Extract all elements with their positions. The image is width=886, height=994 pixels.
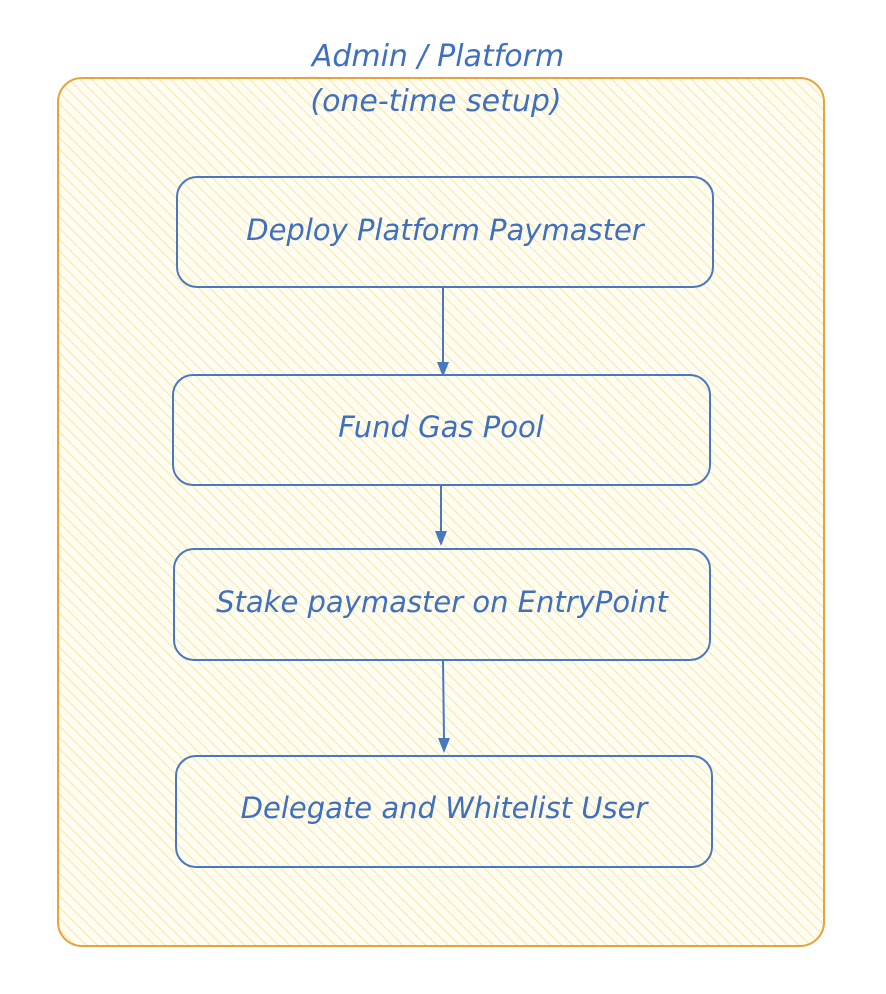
step-label-deploy-paymaster: Deploy Platform Paymaster xyxy=(246,213,646,247)
step-label-stake-paymaster: Stake paymaster on EntryPoint xyxy=(216,585,669,619)
step-box-stake-paymaster xyxy=(173,548,711,661)
group-title-line1: Admin / Platform xyxy=(310,39,564,74)
group-title-line2: (one-time setup) xyxy=(310,84,561,119)
arrow-head-step4 xyxy=(438,738,450,753)
arrow-head-step2 xyxy=(437,362,449,377)
step-label-delegate-whitelist: Delegate and Whitelist User xyxy=(241,791,650,825)
step-box-deploy-paymaster xyxy=(176,176,714,288)
step-label-fund-gas-pool: Fund Gas Pool xyxy=(338,410,544,444)
arrow-step3-to-step4 xyxy=(442,659,445,741)
arrow-head-step3 xyxy=(435,531,447,546)
step-box-delegate-whitelist xyxy=(175,755,713,868)
